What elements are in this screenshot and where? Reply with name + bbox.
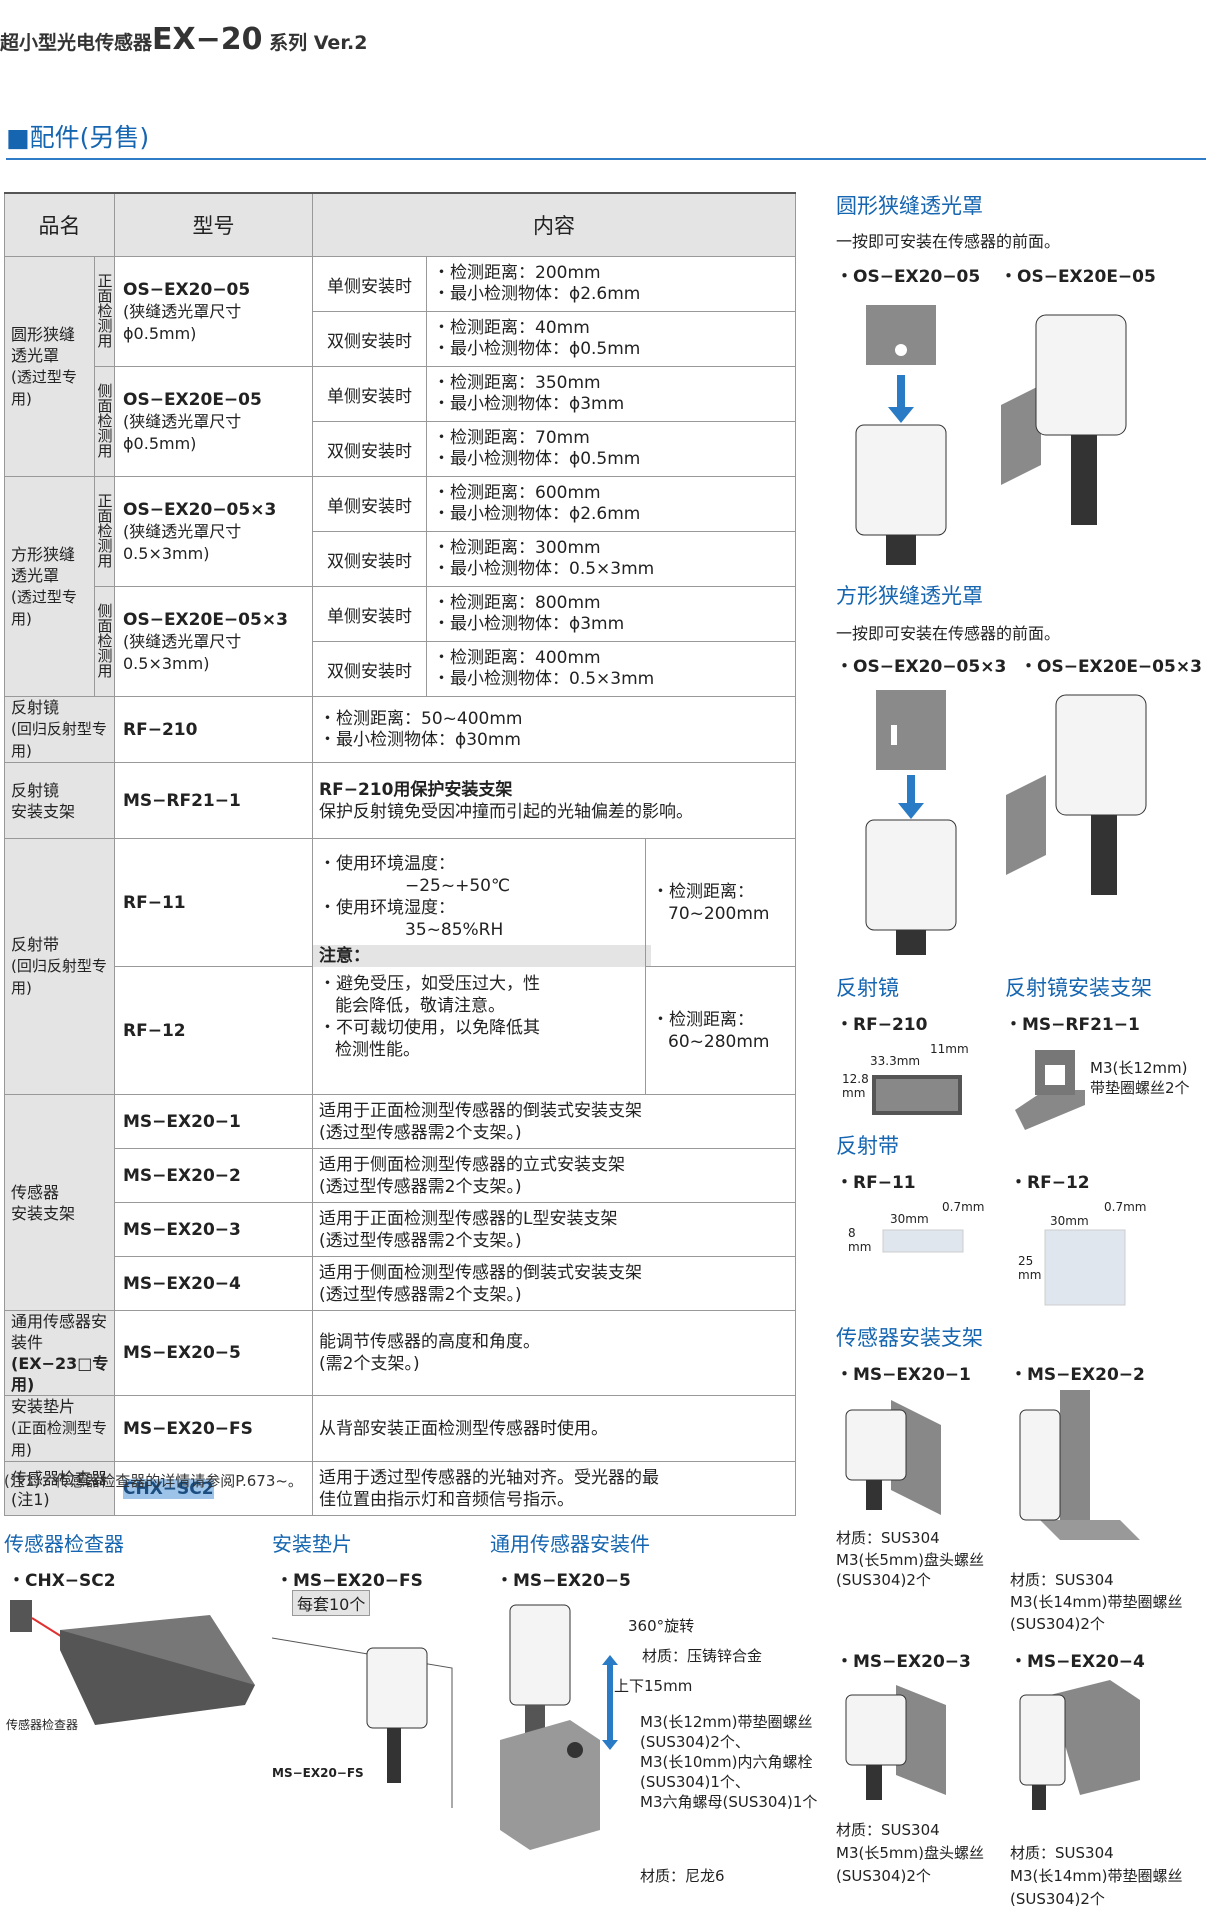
accessory-table: 品名 型号 内容 圆形狭缝透光罩(透过型专用) 正面检测用 OS−EX20−05… bbox=[4, 192, 796, 1516]
footnote: (注1)：传感器检查器的详情请参阅P.673~。 bbox=[4, 1472, 303, 1490]
ms-ex20-4-image bbox=[1019, 1680, 1140, 1810]
col-header-content: 内容 bbox=[312, 192, 796, 257]
tape-title: 反射带 bbox=[836, 1134, 899, 1158]
table-row: 侧面检测用 OS−EX20E−05×3(狭缝透光罩尺寸0.5×3mm) 单侧安装… bbox=[5, 586, 796, 697]
table-header-row: 品名 型号 内容 bbox=[4, 192, 796, 257]
checker-title: 传感器检查器 bbox=[4, 1532, 124, 1556]
mirror-image bbox=[872, 1075, 962, 1115]
series-name: EX−20 bbox=[152, 22, 263, 57]
updown-arrow-icon bbox=[602, 1655, 618, 1750]
table-row: 双侧安装时 ・检测距离：40mm・最小检测物体：ϕ0.5mm bbox=[5, 311, 796, 367]
sensor-bracket-title: 传感器安装支架 bbox=[836, 1326, 983, 1350]
table-row: 安装垫片(正面检测型专用) MS−EX20−FS 从背部安装正面检测型传感器时使… bbox=[4, 1395, 796, 1462]
table-row: MS−EX20−4 适用于侧面检测型传感器的倒装式安装支架(透过型传感器需2个支… bbox=[5, 1256, 796, 1311]
side-detect-label: 侧面检测用 bbox=[94, 366, 115, 477]
round-slit-image bbox=[855, 305, 1127, 565]
col-header-name: 品名 bbox=[4, 192, 115, 257]
cat-round-slit: 圆形狭缝透光罩(透过型专用) bbox=[4, 256, 95, 477]
cat-square-slit: 方形狭缝透光罩(透过型专用) bbox=[4, 476, 95, 697]
table-row: 通用传感器安装件(EX−23□专用) MS−EX20−5 能调节传感器的高度和角… bbox=[4, 1310, 796, 1396]
rf12-tape-image bbox=[1044, 1229, 1126, 1306]
table-row: MS−EX20−2 适用于侧面检测型传感器的立式安装支架(透过型传感器需2个支架… bbox=[5, 1148, 796, 1203]
table-row: 反射镜(回归反射型专用) RF−210 ・检测距离：50~400mm・最小检测物… bbox=[4, 696, 796, 763]
pad-title: 安装垫片 bbox=[272, 1532, 352, 1556]
rf11-tape-image bbox=[882, 1229, 964, 1253]
table-row: 双侧安装时 ・检测距离：70mm・最小检测物体：ϕ0.5mm bbox=[5, 421, 796, 477]
universal-mount-image bbox=[500, 1604, 600, 1850]
table-row: 双侧安装时 ・检测距离：400mm・最小检测物体：0.5×3mm bbox=[5, 641, 796, 697]
checker-model-highlight: CHX−SC2 bbox=[123, 1478, 214, 1499]
pad-set-badge: 每套10个 bbox=[292, 1590, 371, 1616]
mirror-title: 反射镜 bbox=[836, 976, 899, 1000]
checker-image bbox=[10, 1600, 255, 1725]
table-row: 侧面检测用 OS−EX20E−05(狭缝透光罩尺寸ϕ0.5mm) 单侧安装时 ・… bbox=[5, 366, 796, 477]
page-header: 超小型光电传感器EX−20 系列 Ver.2 bbox=[0, 22, 368, 57]
round-slit-title: 圆形狭缝透光罩 bbox=[836, 194, 983, 218]
model-cell: OS−EX20E−05(狭缝透光罩尺寸ϕ0.5mm) bbox=[114, 366, 313, 477]
ms-ex20-1-image bbox=[845, 1400, 941, 1515]
table-row: MS−EX20−3 适用于正面检测型传感器的L型安装支架(透过型传感器需2个支架… bbox=[5, 1202, 796, 1257]
table-row: 反射带(回归反射型专用) RF−11 ・使用环境温度： −25~+50℃ ・使用… bbox=[4, 838, 796, 1095]
table-row: 方形狭缝透光罩(透过型专用) 正面检测用 OS−EX20−05×3(狭缝透光罩尺… bbox=[4, 476, 796, 697]
mirror-bracket-image bbox=[1015, 1050, 1085, 1130]
ms-ex20-3-image bbox=[845, 1685, 946, 1800]
table-row: 传感器安装支架 MS−EX20−1 适用于正面检测型传感器的倒装式安装支架(透过… bbox=[4, 1094, 796, 1311]
universal-title: 通用传感器安装件 bbox=[490, 1532, 650, 1556]
section-divider bbox=[6, 158, 1206, 160]
table-row: RF−12 ・检测距离：60~280mm bbox=[5, 966, 796, 1095]
square-slit-title: 方形狭缝透光罩 bbox=[836, 584, 983, 608]
ms-ex20-2-image bbox=[1019, 1390, 1140, 1540]
table-row: 传感器检查器(注1) CHX−SC2 适用于透过型传感器的光轴对齐。受光器的最佳… bbox=[4, 1461, 796, 1516]
model-cell: OS−EX20−05(狭缝透光罩尺寸ϕ0.5mm) bbox=[114, 256, 313, 367]
col-header-model: 型号 bbox=[114, 192, 313, 257]
table-row: 反射镜安装支架 MS−RF21−1 RF−210用保护安装支架保护反射镜免受因冲… bbox=[4, 762, 796, 839]
section-title: ■配件(另售) bbox=[6, 123, 150, 152]
mirror-bracket-title: 反射镜安装支架 bbox=[1005, 976, 1152, 1000]
square-slit-image bbox=[865, 690, 1147, 955]
table-row: 双侧安装时 ・检测距离：300mm・最小检测物体：0.5×3mm bbox=[5, 531, 796, 587]
pad-image bbox=[272, 1637, 453, 1808]
front-detect-label: 正面检测用 bbox=[94, 256, 115, 367]
table-row: 圆形狭缝透光罩(透过型专用) 正面检测用 OS−EX20−05(狭缝透光罩尺寸ϕ… bbox=[4, 256, 796, 477]
caution-label: 注意： bbox=[313, 945, 651, 967]
